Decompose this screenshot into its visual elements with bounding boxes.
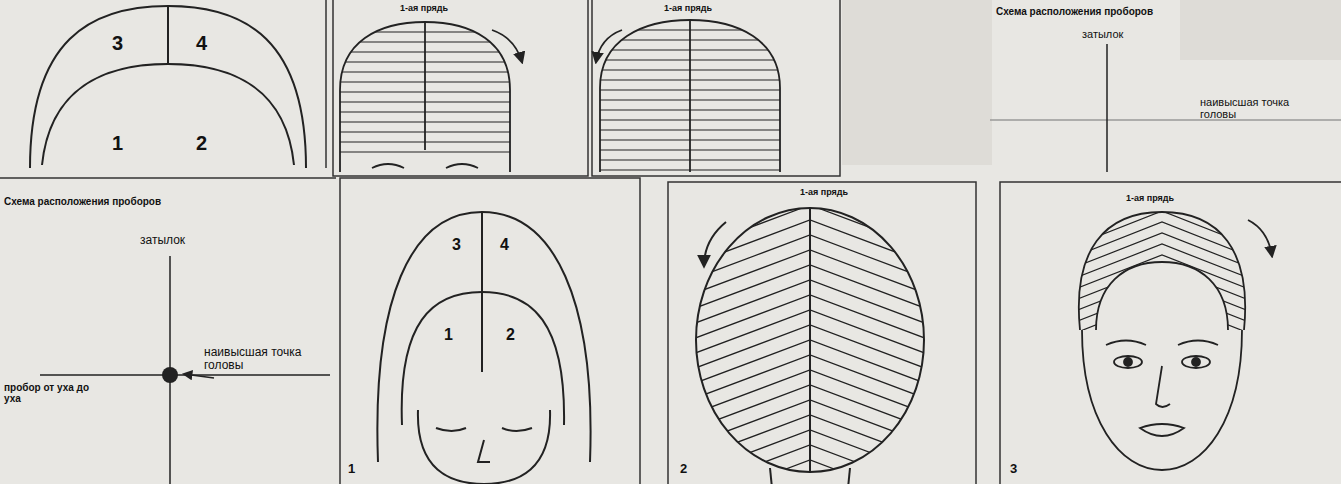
zone-number: 1	[112, 132, 123, 154]
figure-number: 2	[680, 462, 687, 476]
zone-number: 2	[506, 326, 515, 344]
zone-number: 3	[452, 236, 461, 254]
top-point-label: наивысшая точка головы	[1200, 96, 1290, 120]
zone-number: 4	[500, 236, 509, 254]
figure-number: 1	[348, 462, 355, 476]
zone-number: 4	[196, 32, 207, 54]
occiput-label: затылок	[1082, 28, 1123, 40]
scheme-title: Схема расположения проборов	[4, 196, 161, 207]
scheme-title: Схема расположения проборов	[996, 6, 1153, 17]
strand-label: 1-ая прядь	[400, 4, 448, 14]
zone-number: 1	[444, 326, 453, 344]
occiput-label: затылок	[140, 234, 185, 247]
top-point-label: наивысшая точка головы	[204, 346, 304, 372]
strand-label: 1-ая прядь	[664, 4, 712, 14]
zone-number: 2	[196, 132, 207, 154]
parting-label: пробор от уха до уха	[4, 382, 94, 404]
strand-label: 1-ая прядь	[1126, 194, 1174, 204]
figure-number: 3	[1010, 462, 1017, 476]
zone-number: 3	[112, 32, 123, 54]
strand-label: 1-ая прядь	[800, 188, 848, 198]
